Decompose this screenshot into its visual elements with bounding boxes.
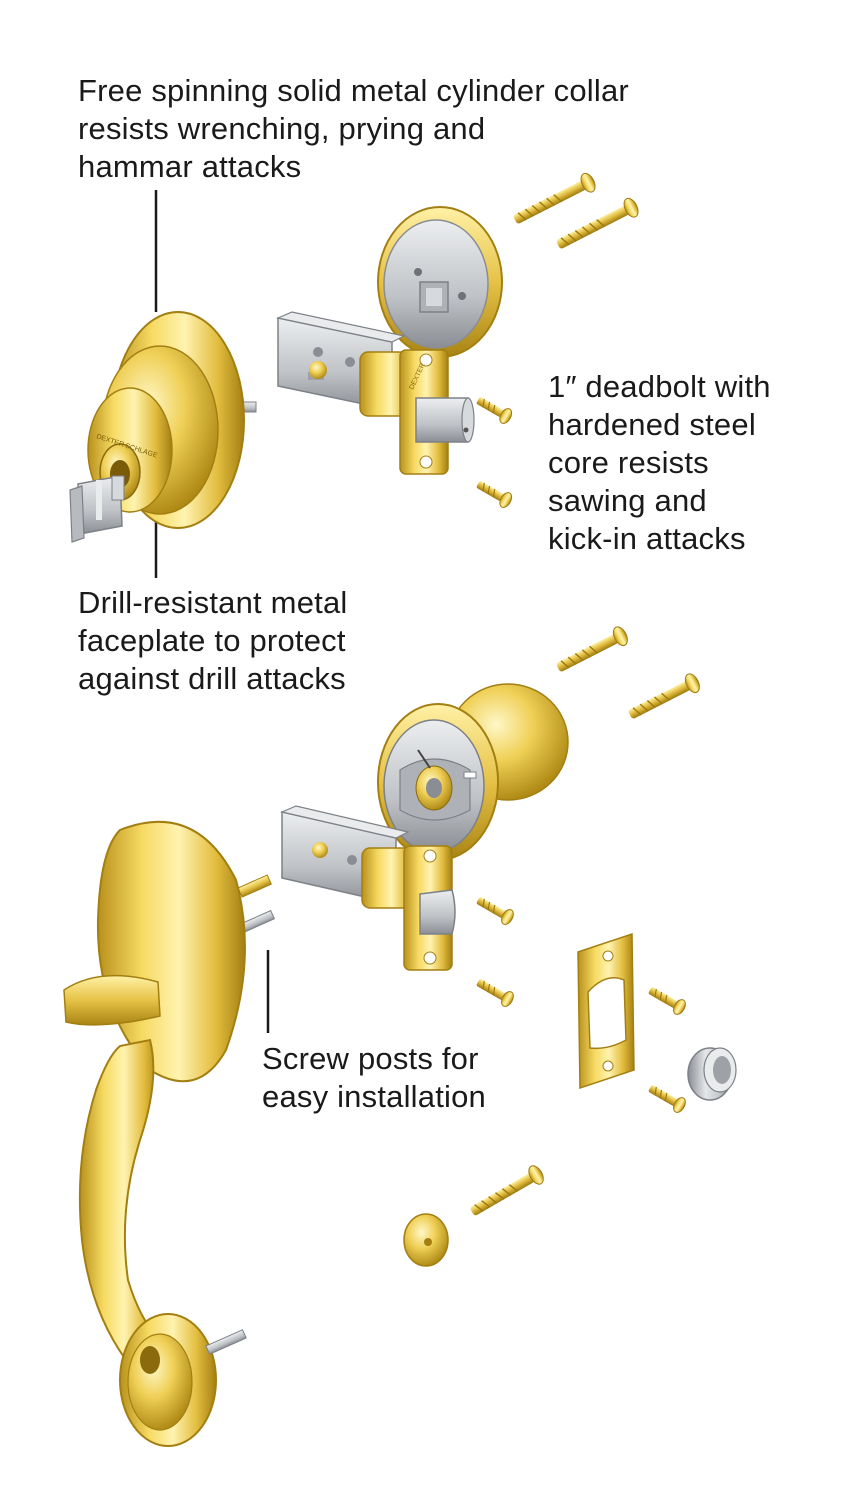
screw-icon — [476, 979, 514, 1007]
screw-icon — [556, 197, 639, 249]
strike-plate-icon — [577, 932, 635, 1090]
callout-line: sawing and — [548, 483, 707, 518]
spring-latch-icon — [280, 805, 456, 971]
key-icon — [69, 475, 125, 543]
callout-cylinder-collar: Free spinning solid metal cylinder colla… — [78, 72, 629, 186]
callout-line: hammar attacks — [78, 149, 302, 184]
callout-line: against drill attacks — [78, 661, 346, 696]
callout-line: kick-in attacks — [548, 521, 746, 556]
screw-icon — [476, 397, 513, 424]
callout-line: Drill-resistant metal — [78, 585, 348, 620]
callout-line: hardened steel — [548, 407, 756, 442]
door-knob-icon — [377, 683, 569, 861]
callout-line: core resists — [548, 445, 709, 480]
deadbolt-interior-rose — [377, 206, 503, 358]
screw-icon — [628, 673, 700, 719]
dust-cup-ring — [687, 1047, 737, 1101]
screw-icon — [556, 626, 628, 672]
bottom-rose-icon — [403, 1213, 449, 1267]
screw-icon — [470, 1165, 544, 1216]
callout-line: faceplate to protect — [78, 623, 346, 658]
callout-screw-posts: Screw posts for easy installation — [262, 1040, 486, 1116]
screw-icon — [513, 172, 596, 224]
screw-icon — [648, 987, 686, 1015]
callout-faceplate: Drill-resistant metal faceplate to prote… — [78, 584, 347, 698]
callout-line: Screw posts for — [262, 1041, 479, 1076]
callout-line: resists wrenching, prying and — [78, 111, 486, 146]
screw-icon — [648, 1085, 686, 1113]
callout-line: 1″ deadbolt with — [548, 369, 771, 404]
handleset-grip-icon — [63, 820, 276, 1447]
screw-icon — [476, 481, 513, 508]
screw-icon — [476, 897, 514, 925]
deadbolt-bolt-assembly: DEXTER — [276, 311, 475, 475]
callout-deadbolt: 1″ deadbolt with hardened steel core res… — [548, 368, 771, 558]
callout-line: Free spinning solid metal cylinder colla… — [78, 73, 629, 108]
callout-line: easy installation — [262, 1079, 486, 1114]
